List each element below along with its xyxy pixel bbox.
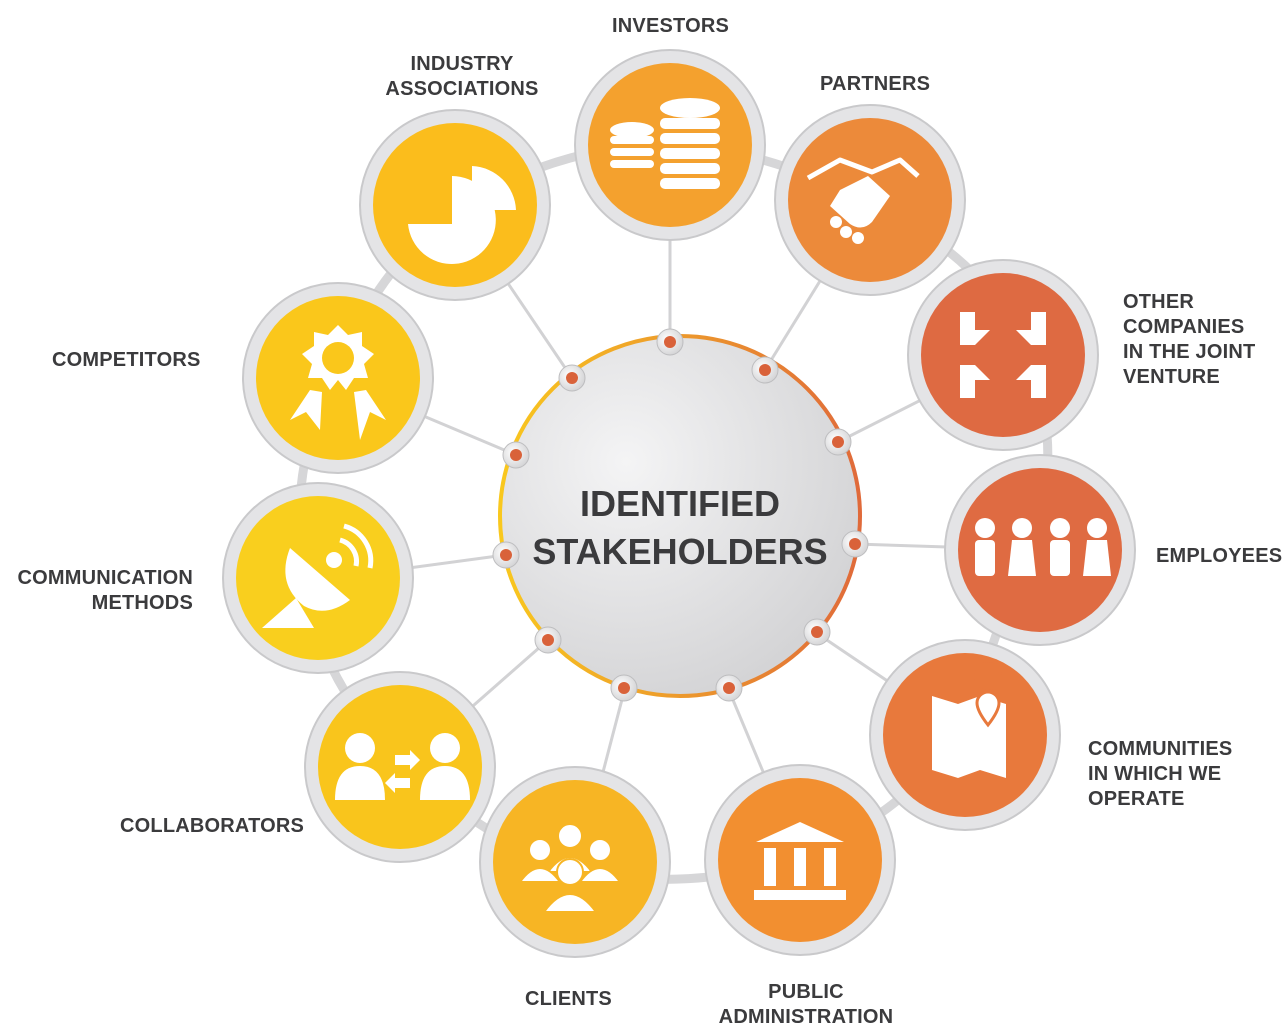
node-joint-venture xyxy=(907,259,1099,451)
label-communication-methods: COMMUNICATION METHODS xyxy=(17,567,193,614)
node-fill xyxy=(958,468,1122,632)
node-investors xyxy=(574,49,766,241)
label-communities: COMMUNITIES IN WHICH WE OPERATE xyxy=(1088,738,1233,810)
label-industry-associations: INDUSTRY ASSOCIATIONS xyxy=(385,53,539,100)
map-pin-icon xyxy=(932,662,1006,778)
coins-stack-icon xyxy=(610,98,720,189)
node-clients xyxy=(479,766,671,958)
label-public-administration: PUBLIC ADMINISTRATION xyxy=(718,981,894,1028)
node-employees xyxy=(944,454,1136,646)
center-title: IDENTIFIED STAKEHOLDERS xyxy=(532,483,828,572)
people-group-icon xyxy=(975,518,1111,576)
node-partners xyxy=(774,104,966,296)
node-industry-associations xyxy=(359,109,551,301)
label-investors: INVESTORS xyxy=(612,15,730,37)
center-hub xyxy=(492,328,869,702)
node-competitors xyxy=(242,282,434,474)
government-building-icon xyxy=(754,822,846,900)
label-collaborators: COLLABORATORS xyxy=(120,815,305,837)
award-ribbon-icon xyxy=(290,325,386,440)
node-collaborators xyxy=(304,671,496,863)
hub-knobs xyxy=(492,328,869,702)
crowd-icon xyxy=(518,823,622,913)
handshake-icon xyxy=(806,157,920,244)
pie-chart-icon xyxy=(408,166,516,264)
node-communication-methods xyxy=(222,482,414,674)
node-public-administration xyxy=(704,764,896,956)
satellite-dish-icon xyxy=(262,523,374,628)
label-competitors: COMPETITORS xyxy=(52,349,201,371)
node-fill xyxy=(588,63,752,227)
stakeholder-nodes xyxy=(222,49,1136,958)
node-fill xyxy=(921,273,1085,437)
node-communities xyxy=(869,639,1061,831)
label-joint-venture: OTHER COMPANIES IN THE JOINT VENTURE xyxy=(1123,291,1256,388)
label-partners: PARTNERS xyxy=(820,73,931,95)
node-fill xyxy=(318,685,482,849)
converging-arrows-icon xyxy=(960,312,1046,398)
label-employees: EMPLOYEES xyxy=(1156,545,1282,567)
exchange-people-icon xyxy=(335,733,470,800)
label-clients: CLIENTS xyxy=(525,988,612,1010)
